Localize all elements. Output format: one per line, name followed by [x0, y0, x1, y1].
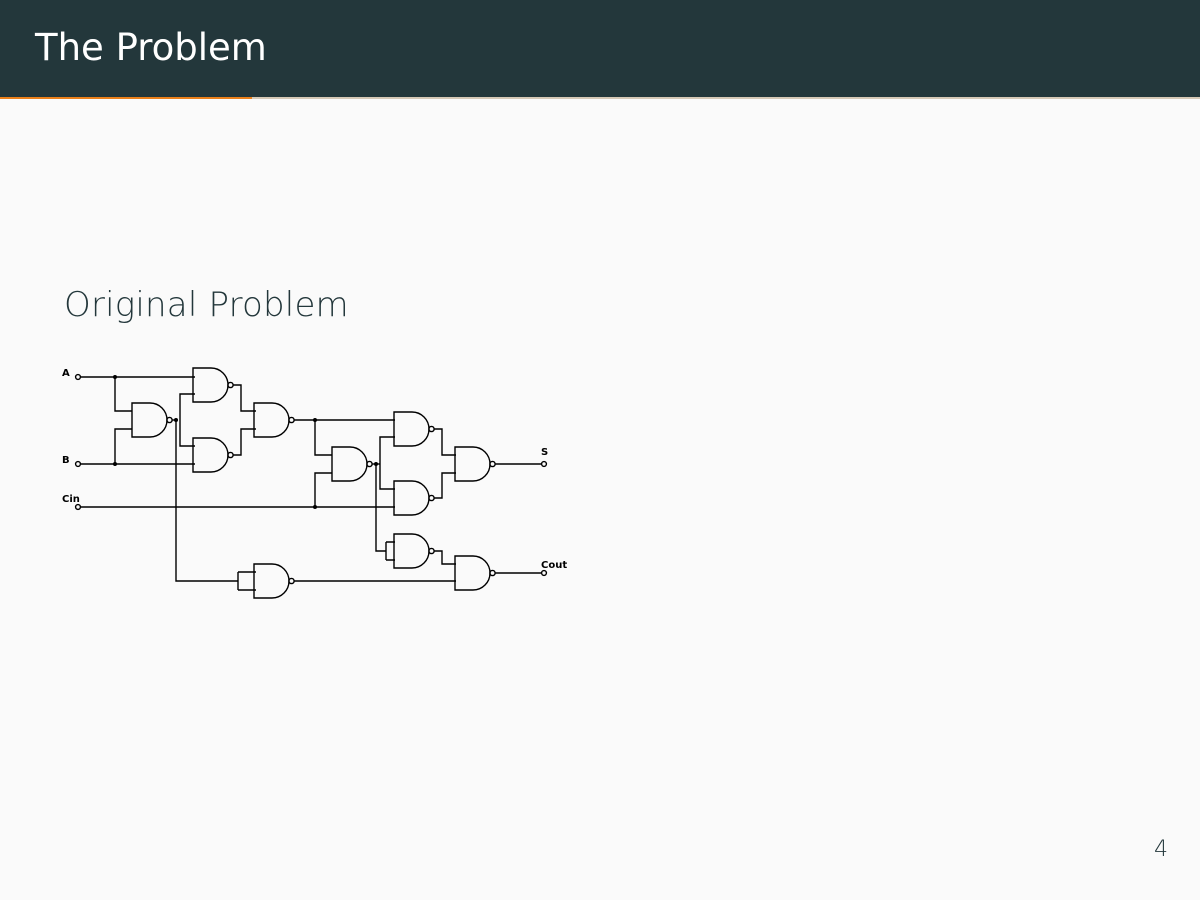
wire-g7-to-g10 — [434, 472, 456, 499]
input-label-a: A — [62, 368, 70, 379]
junction-a — [113, 375, 117, 379]
wire-b-to-g1 — [114, 428, 132, 464]
nand-gate-10 — [454, 446, 496, 482]
terminal-b — [74, 460, 82, 468]
nand-gate-11 — [454, 555, 496, 591]
nand-gate-4 — [253, 402, 295, 438]
wire-g2-to-g4 — [233, 384, 256, 412]
terminal-cin — [74, 503, 82, 511]
section-title: Original Problem — [64, 285, 349, 325]
wire-cin-to-g5 — [314, 472, 332, 507]
nand-circuit-diagram: A B Cin S Cout — [62, 367, 567, 599]
input-label-cin: Cin — [62, 494, 80, 505]
wire-g8-to-g11 — [434, 550, 456, 565]
input-label-b: B — [62, 455, 70, 466]
wire-g6-to-g10 — [434, 428, 456, 456]
wire-g1-to-g3 — [179, 420, 195, 447]
terminal-a — [74, 373, 82, 381]
junction-g4 — [313, 418, 317, 422]
page-number: 4 — [1154, 837, 1168, 862]
wire-g3-to-g4 — [233, 428, 256, 456]
slide-header: The Problem — [0, 0, 1200, 97]
progress-bar — [0, 97, 1200, 99]
wire-g5-to-g6 — [379, 436, 395, 464]
nand-gate-9 — [253, 563, 295, 599]
wire-g4-to-g5 — [314, 420, 332, 456]
terminal-s — [540, 460, 548, 468]
wire-a-to-g1 — [114, 377, 132, 412]
output-label-cout: Cout — [541, 560, 567, 571]
nand-gate-6 — [393, 411, 435, 447]
junction-g1 — [174, 418, 178, 422]
nand-gate-7 — [393, 480, 435, 516]
wire-g5-to-g8 — [375, 464, 386, 552]
nand-gate-3 — [192, 437, 234, 473]
nand-gate-8 — [393, 533, 435, 569]
progress-bar-fill — [0, 97, 252, 99]
junction-b — [113, 462, 117, 466]
wire-g1-to-g9 — [175, 420, 238, 582]
junction-g5 — [374, 462, 378, 466]
nand-gate-2 — [192, 367, 234, 403]
nand-gate-1 — [131, 402, 173, 438]
output-label-s: S — [541, 447, 548, 458]
terminal-cout — [540, 569, 548, 577]
wire-g1-to-g2 — [179, 393, 195, 420]
wire-g9-tie — [237, 571, 256, 591]
slide-title: The Problem — [35, 26, 267, 69]
junction-cin — [313, 505, 317, 509]
nand-gate-5 — [331, 446, 373, 482]
wire-g5-to-g7 — [379, 464, 395, 490]
